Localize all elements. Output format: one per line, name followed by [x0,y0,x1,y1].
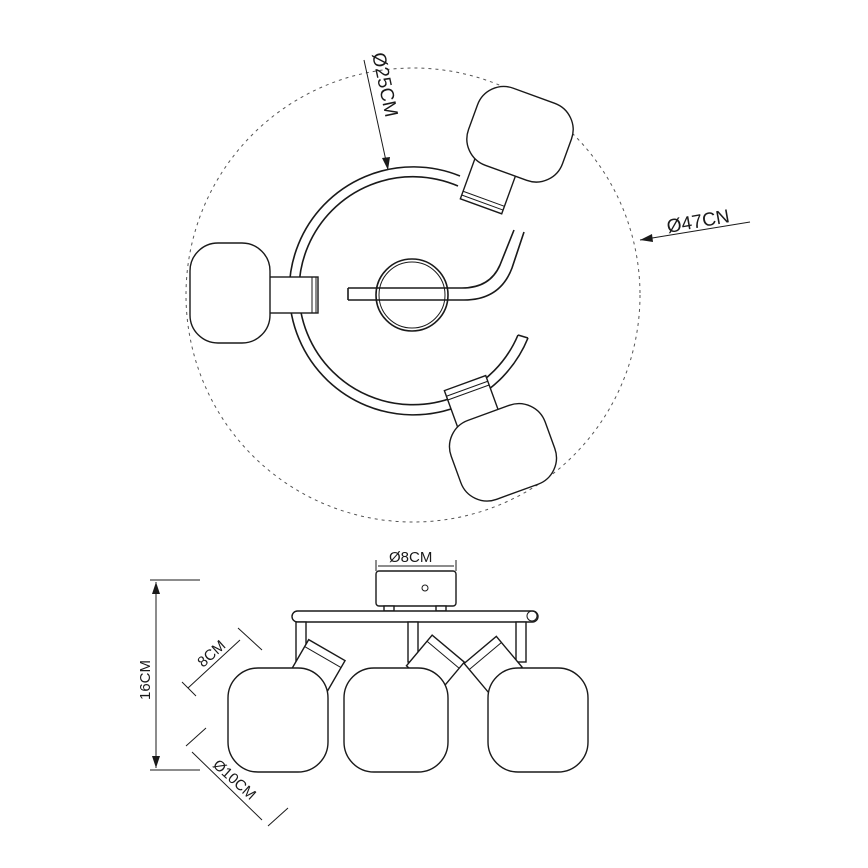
canopy-diameter-dimension: Ø8CM [375,549,457,571]
height-label: 16CM [137,660,154,700]
top-view: Ø47CN Ø25CM [185,51,751,523]
lamp-bottom-right-shade [448,402,558,502]
side-lamp-2 [343,634,466,773]
side-lamp-3 [463,635,589,773]
lamp-left [189,242,319,344]
canopy-diameter-label: Ø8CM [389,549,432,566]
side-lamp-1 [227,638,347,773]
lamp-left-shade [189,242,271,344]
side-view: Ø8CM [137,549,589,827]
side-lamp-3-shade [487,667,589,773]
center-canopy-rim [378,261,446,329]
curved-arm-inner [298,175,519,406]
side-bar [291,610,539,623]
lamp-top-right-shade [466,85,574,183]
lamp-top-right [459,85,574,215]
center-canopy [375,258,449,332]
side-lamp-1-shade [227,667,329,773]
height-dimension: 16CM [137,579,200,771]
center-bar [348,229,515,289]
inner-diameter-label: Ø25CM [367,51,401,119]
side-lamp-2-shade [343,667,449,773]
outer-diameter-circle [185,67,641,523]
outer-diameter-label: Ø47CN [665,206,731,238]
side-canopy-screw-icon [421,584,429,592]
lamp-left-holder [267,276,319,314]
center-bar-inner [348,231,525,301]
side-canopy [375,570,457,607]
outer-diameter-dimension: Ø47CN [639,206,751,242]
lamp-bottom-right [443,374,558,502]
